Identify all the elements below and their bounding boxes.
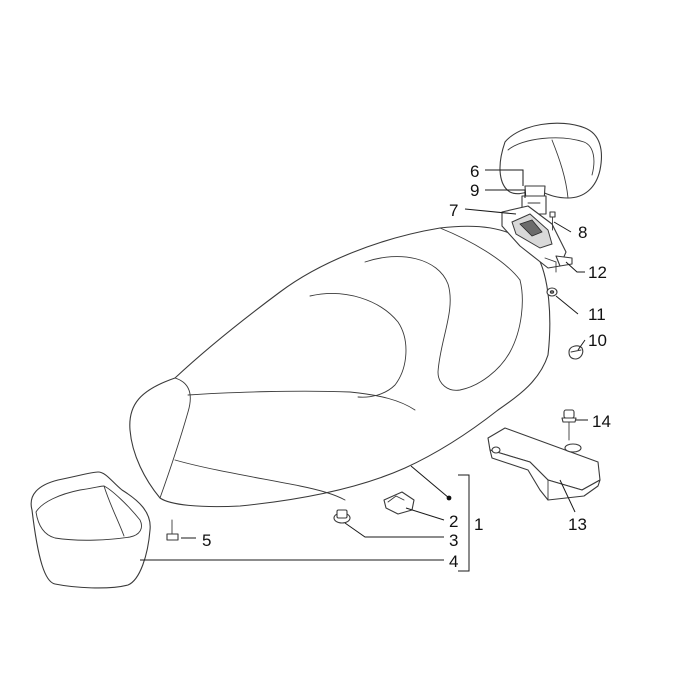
screw-8 <box>549 211 556 231</box>
seat-waist-left <box>309 293 407 398</box>
bracket-1 <box>458 474 470 572</box>
bracket-13-side <box>489 449 601 501</box>
buffer-10-edge <box>570 349 582 353</box>
bolt-3 <box>333 509 351 524</box>
liner-body <box>30 471 151 589</box>
leader-9 <box>485 189 526 198</box>
bracket-13-hole <box>564 443 582 453</box>
callout-12: 12 <box>588 263 607 282</box>
leader-8 <box>553 221 572 233</box>
screw-5 <box>166 519 179 541</box>
callout-7: 7 <box>449 201 458 220</box>
seat-pillion-edge <box>439 227 521 281</box>
seat <box>129 225 551 508</box>
leader-seat-to-1 <box>410 465 450 499</box>
callout-2: 2 <box>449 512 458 531</box>
callout-10: 10 <box>588 331 607 350</box>
latch-hook-2-loop <box>387 495 405 503</box>
callout-6: 6 <box>470 162 479 181</box>
bracket-slot <box>519 219 543 237</box>
callout-4: 4 <box>449 552 458 571</box>
leader-lines <box>140 169 588 572</box>
leader-13 <box>559 479 576 513</box>
backrest-pad-seam <box>551 139 569 199</box>
callout-3: 3 <box>449 531 458 550</box>
leader-11 <box>555 295 579 315</box>
seat-waist-right <box>364 256 523 391</box>
liner-rim-inner <box>35 485 142 541</box>
leader-6 <box>485 169 524 186</box>
bolt-3-head <box>336 509 348 519</box>
liner-inner-wall <box>103 485 125 537</box>
seat-outline <box>129 225 551 508</box>
bolt-14-flange <box>561 417 577 423</box>
callout-8: 8 <box>578 223 587 242</box>
leader-2 <box>405 507 445 521</box>
screw-5-head <box>166 533 179 541</box>
callout-9: 9 <box>470 181 479 200</box>
callout-11: 11 <box>588 305 606 324</box>
bracket-13-slot <box>491 446 501 454</box>
seat-attach-dot <box>446 495 452 501</box>
storage-liner <box>30 471 151 589</box>
backrest-pad <box>499 122 603 199</box>
backrest-pad-edge <box>507 137 595 176</box>
callout-14: 14 <box>592 412 611 431</box>
leader-10 <box>577 339 586 351</box>
leader-7 <box>464 208 517 215</box>
bolt-14 <box>561 409 577 441</box>
latch-hook-2-shape <box>383 491 415 515</box>
callout-labels: 1 2 3 4 5 6 7 8 9 10 11 12 13 14 <box>202 162 611 571</box>
callout-13: 13 <box>568 515 587 534</box>
backrest <box>499 122 603 203</box>
screw-8-head <box>549 211 556 218</box>
buffer-10-shape <box>568 345 584 360</box>
leader-12 <box>565 261 585 273</box>
bracket-flange <box>544 257 557 273</box>
seat-rider-cushion-line <box>187 390 416 411</box>
seat-front-panel <box>159 377 191 499</box>
washer-11 <box>546 287 558 297</box>
callout-1: 1 <box>474 515 483 534</box>
latch-hook-2 <box>383 491 415 515</box>
callout-5: 5 <box>202 531 211 550</box>
buffer-10 <box>568 345 584 360</box>
seat-bracket-13 <box>487 427 601 501</box>
seat-rider-front-line <box>174 459 346 501</box>
washer-11-hole <box>549 290 555 294</box>
leader-3 <box>344 522 444 538</box>
bolt-14-head <box>563 409 575 419</box>
